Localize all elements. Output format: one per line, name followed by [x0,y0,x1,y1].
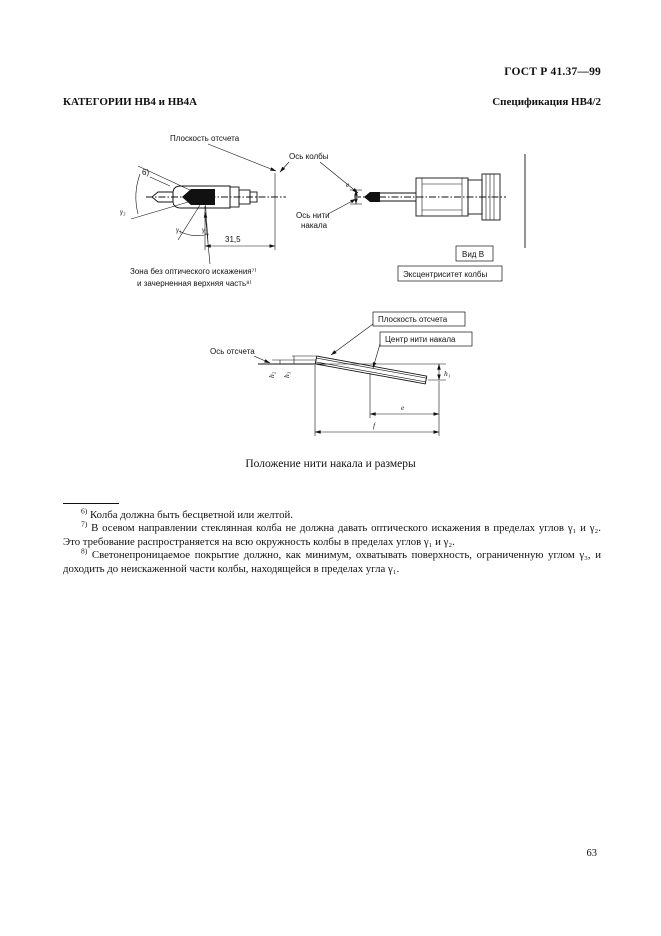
footnote-rule [63,503,119,504]
dim-e-label: e [401,403,405,412]
categories-title: КАТЕГОРИИ НВ4 и НВ4А [63,96,198,108]
footnote-7-text: В осевом направлении стеклянная колба не… [63,522,602,548]
right-lamp-view: Ось нити накала e Вид В Эксцент [296,154,526,282]
footnote-8-marker: 8) [81,546,88,556]
footnote-6-text: Колба должна быть бесцветной или желтой. [89,509,293,521]
page-number: 63 [586,848,598,859]
footnote-8: 8) Светонепроницаемое покрытие должно, к… [63,546,601,576]
gamma3-label: γ₃ [120,207,126,216]
reference-axis-label: Ось отсчета [210,347,255,356]
left-lamp-view: Плоскость отсчета Ось колбы γ₃ γ₁ γ₂ 6 [120,134,359,288]
filament-center-label-box [379,331,473,347]
dim-h3-label: h₃ [282,371,291,378]
view-b-box [455,245,494,262]
bottom-plane-label: Плоскость отсчета [378,315,448,324]
note6-marker: 6) [142,168,149,177]
footnote-6: 6) Колба должна быть бесцветной или желт… [63,506,601,522]
filament-axis-label-line2: накала [301,221,328,230]
zone-label-line2: и зачерненная верхняя часть⁸⁾ [137,279,252,288]
standard-number: ГОСТ Р 41.37—99 [504,66,601,78]
subheader-row: КАТЕГОРИИ НВ4 и НВ4А Спецификация НВ4/2 [63,96,601,108]
filament-position-diagram: Плоскость отсчета Центр нити накала Ось … [210,311,473,436]
footnote-7: 7) В осевом направлении стеклянная колба… [63,519,602,549]
dim-31-5-label: 31,5 [225,235,241,244]
footnote-7-marker: 7) [81,519,88,529]
filament-center-label: Центр нити накала [385,335,456,344]
lamp-tip [364,192,380,202]
bottom-plane-label-box [372,311,466,327]
footnote-8-text: Светонепроницаемое покрытие должно, как … [63,549,601,575]
zone-label-line1: Зона без оптического искажения⁷⁾ [130,267,257,276]
figure-caption: Положение нити накала и размеры [245,458,416,470]
dim-h1-label: h₁ [444,369,451,378]
reference-plane-label: Плоскость отсчета [170,134,240,143]
technical-figure: Плоскость отсчета Ось колбы γ₃ γ₁ γ₂ 6 [120,134,526,436]
footnotes-block: 6) Колба должна быть бесцветной или желт… [63,503,601,576]
filament-axis-label-line1: Ось нити [296,211,330,220]
filament-body [314,355,428,385]
eccentricity-caption-box [397,265,503,282]
gamma1-label: γ₁ [176,225,182,234]
dim-f-label: f [373,421,376,430]
specification-title: Спецификация НВ4/2 [492,96,601,108]
cap-flange [481,173,501,221]
eccentricity-caption: Эксцентриситет колбы [403,270,488,279]
ecc-dim-label: e [346,180,350,189]
bulb-axis-label: Ось колбы [289,152,329,161]
footnote-6-marker: 6) [81,506,88,516]
dim-h2-label: h₂ [267,371,276,378]
base-step-3 [249,191,258,203]
view-b-label: Вид В [462,250,484,259]
blackened-top [182,189,215,205]
bulb-outline [172,185,231,209]
